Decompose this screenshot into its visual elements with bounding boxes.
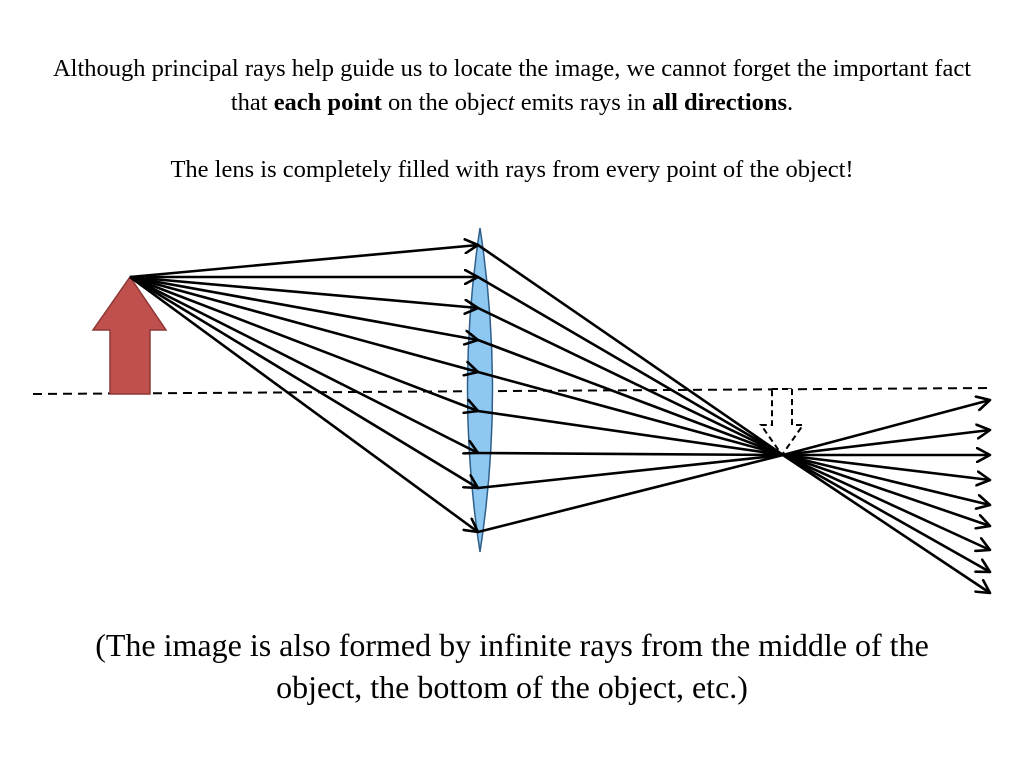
refracted-ray (477, 453, 784, 534)
footnote-caption: (The image is also formed by infinite ra… (95, 627, 929, 705)
exit-ray (782, 453, 990, 593)
refracted-ray (477, 243, 784, 457)
lens-filled-statement: The lens is completely filled with rays … (170, 156, 854, 183)
exit-ray (782, 453, 990, 480)
refracted-ray (477, 370, 784, 457)
intro-bold-each-point: each point (273, 89, 382, 116)
intro-text-2: on the objec (381, 89, 508, 116)
exit-ray (782, 400, 990, 457)
exit-ray (782, 453, 990, 572)
refracted-ray (477, 451, 784, 457)
refracted-ray (477, 409, 784, 457)
intro-text-3: emits rays in (514, 89, 653, 116)
refracted-ray (477, 275, 784, 457)
incident-ray (129, 245, 478, 279)
incident-ray (129, 275, 478, 532)
exit-ray (782, 453, 990, 550)
refracted-ray (477, 338, 784, 457)
optical-axis (32, 387, 991, 395)
intro-paragraph: Although principal rays help guide us to… (40, 52, 984, 120)
refracted-ray (477, 453, 784, 490)
image-arrow-dashed (759, 388, 805, 457)
exit-ray (782, 453, 990, 505)
intro-italic-t: t (507, 89, 515, 116)
incident-ray (129, 275, 478, 488)
incident-ray (129, 275, 478, 372)
exiting-rays (782, 400, 990, 593)
incident-ray (129, 275, 478, 308)
exit-ray (782, 430, 990, 457)
intro-bold-all-directions: all directions (652, 89, 788, 116)
intro-text-1: Although principal rays help guide us to… (52, 55, 972, 116)
exit-ray (782, 453, 990, 526)
incident-ray (129, 275, 478, 411)
intro-text-4: . (787, 89, 794, 116)
object-arrow (91, 275, 168, 395)
lens-to-image-rays (477, 243, 784, 534)
refracted-ray (477, 306, 784, 457)
incident-rays (129, 245, 478, 532)
incident-ray (129, 275, 478, 453)
incident-ray (129, 275, 478, 340)
